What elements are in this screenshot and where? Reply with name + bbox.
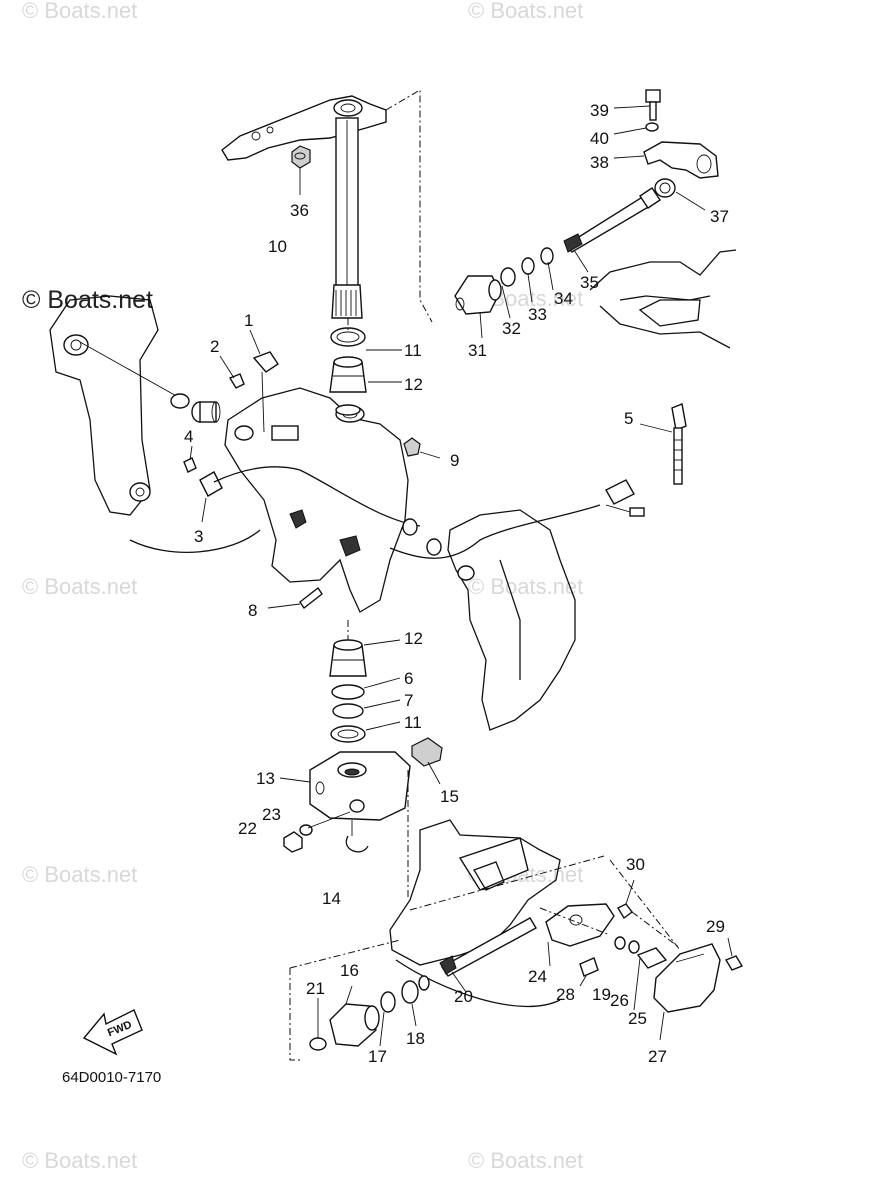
part-label: 14	[322, 889, 341, 908]
part-label: 5	[624, 409, 633, 428]
part-label: 7	[404, 691, 413, 710]
part-label: 26	[610, 991, 629, 1010]
part-labels: 1 2 3 4 5 6 7 8 9 10 11 11 12 12 13 14 1…	[184, 101, 729, 1066]
part-label: 24	[528, 967, 547, 986]
watermark-main: © Boats.net	[22, 286, 153, 314]
upper-bushing-group	[329, 318, 402, 416]
steering-arm-assembly	[221, 89, 433, 323]
part-label: 21	[306, 979, 325, 998]
watermark-group: © Boats.net © Boats.net © Boats.net © Bo…	[22, 0, 583, 1173]
part-label: 16	[340, 961, 359, 980]
bolt-5	[639, 403, 687, 485]
watermark-text: © Boats.net	[22, 0, 137, 23]
tilt-tube-group	[454, 89, 737, 349]
lower-mount-bracket	[279, 737, 443, 900]
part-label: 13	[256, 769, 275, 788]
part-label: 10	[268, 237, 287, 256]
part-label: 34	[554, 289, 573, 308]
part-label: 11	[404, 713, 422, 732]
part-label: 12	[404, 375, 423, 394]
part-label: 3	[194, 527, 203, 546]
part-label: 39	[590, 101, 609, 120]
part-label: 22	[238, 819, 257, 838]
watermark-text: © Boats.net	[468, 1148, 583, 1173]
part-label: 19	[592, 985, 611, 1004]
diagram-code: 64D0010-7170	[62, 1069, 161, 1086]
part-label: 8	[248, 601, 257, 620]
part-label: 25	[628, 1009, 647, 1028]
watermark-text: © Boats.net	[468, 574, 583, 599]
part-label: 15	[440, 787, 459, 806]
swivel-bracket	[191, 387, 409, 613]
stern-housing	[447, 509, 576, 731]
part-label: 36	[290, 201, 309, 220]
part-label: 18	[406, 1029, 425, 1048]
lower-bushing-group	[329, 620, 401, 743]
part-label: 12	[404, 629, 423, 648]
part-label: 20	[454, 987, 473, 1006]
part-label: 1	[244, 311, 253, 330]
part-label: 6	[404, 669, 413, 688]
part-label: 23	[262, 805, 281, 824]
watermark-text: © Boats.net	[22, 1148, 137, 1173]
watermark-text: © Boats.net	[22, 574, 137, 599]
fwd-arrow-icon: FWD	[82, 1009, 143, 1056]
part-label: 11	[404, 341, 422, 360]
part-label: 2	[210, 337, 219, 356]
part-label: 33	[528, 305, 547, 324]
part-label: 9	[450, 451, 459, 470]
part-label: 38	[590, 153, 609, 172]
part-label: 27	[648, 1047, 667, 1066]
sensor-parts	[183, 329, 645, 559]
part-label: 29	[706, 917, 725, 936]
part-label: 30	[626, 855, 645, 874]
part-label: 32	[502, 319, 521, 338]
part-label: 37	[710, 207, 729, 226]
lower-bracket-assembly	[289, 819, 744, 1061]
part-label: 17	[368, 1047, 387, 1066]
watermark-text: © Boats.net	[22, 862, 137, 887]
part-label: 28	[556, 985, 575, 1004]
part-label: 40	[590, 129, 609, 148]
part-label: 31	[468, 341, 487, 360]
clamp-bracket	[49, 295, 261, 553]
part-label: 35	[580, 273, 599, 292]
part-label: 4	[184, 427, 193, 446]
watermark-text: © Boats.net	[468, 0, 583, 23]
